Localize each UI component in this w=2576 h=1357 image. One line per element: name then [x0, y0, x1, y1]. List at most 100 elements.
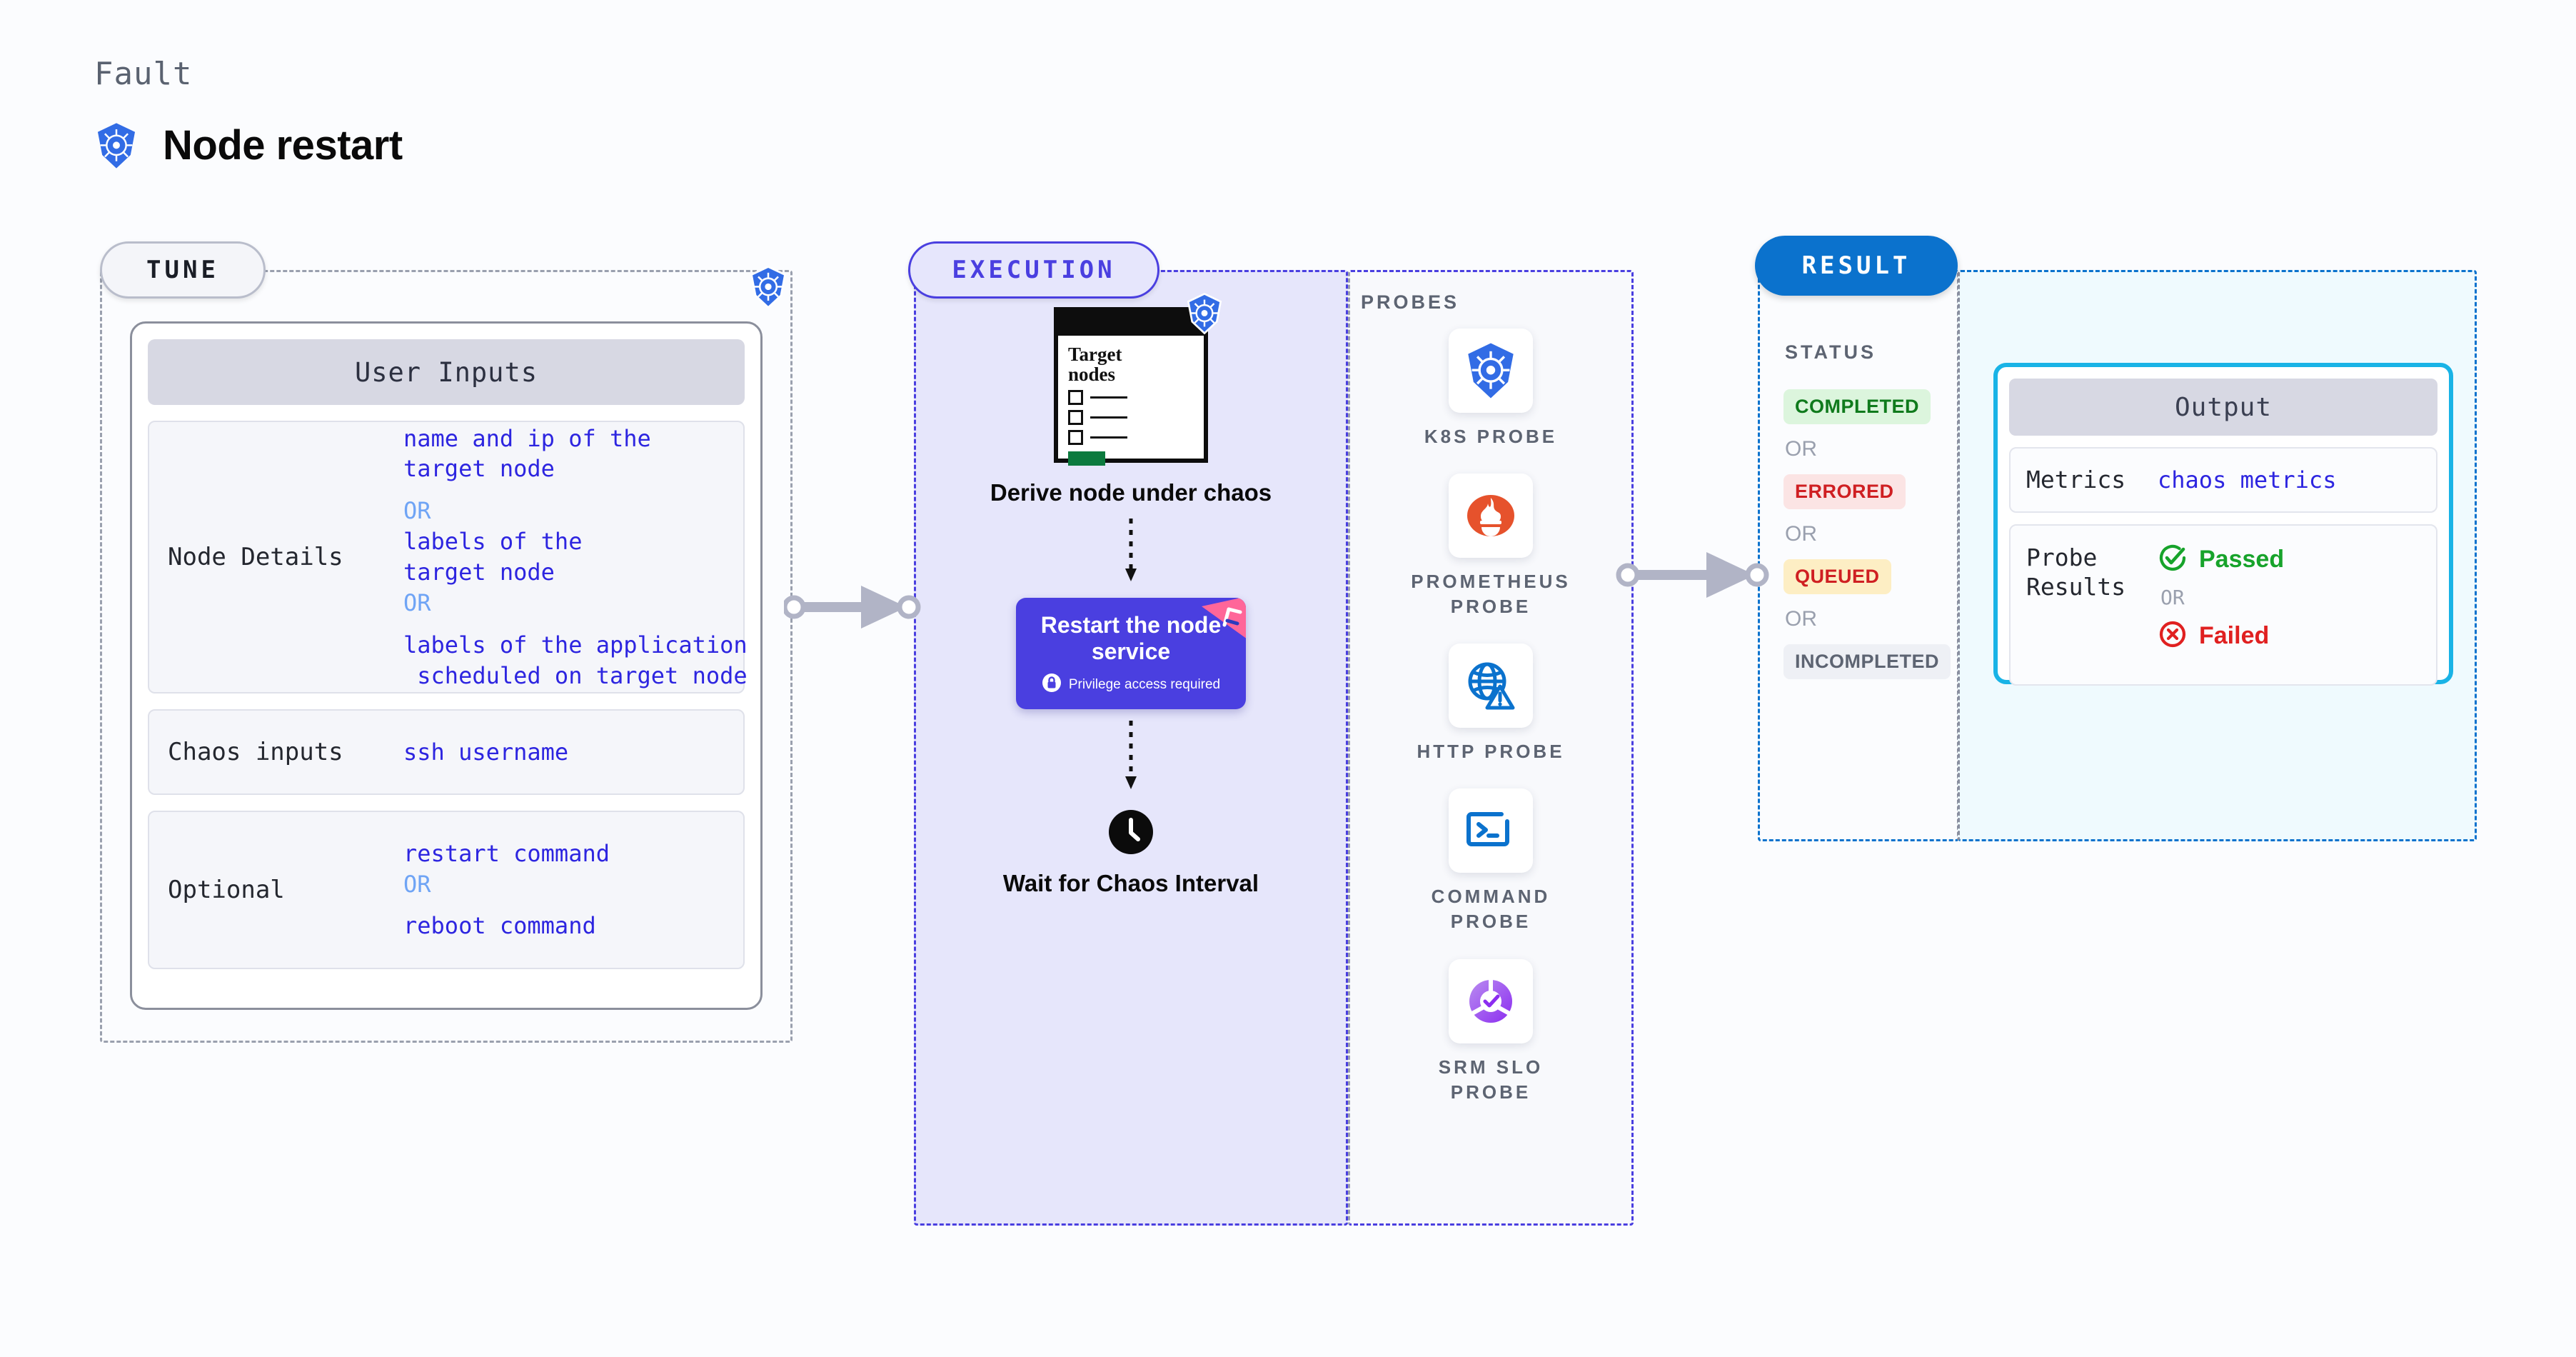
globe-warning-icon — [1448, 644, 1533, 728]
kubernetes-icon — [1185, 292, 1224, 338]
placeholder-line — [1090, 436, 1127, 439]
probes-stage-frame — [1348, 270, 1634, 1226]
kubernetes-icon — [1448, 329, 1533, 413]
probe-item-http[interactable]: HTTP PROBE — [1417, 644, 1564, 764]
or-separator: OR — [403, 497, 431, 525]
user-inputs-header: User Inputs — [148, 339, 745, 405]
probe-result-passed: Passed — [2158, 543, 2284, 576]
row-label-probe-results: Probe Results — [2026, 543, 2158, 602]
target-nodes-title-line1: Target — [1068, 344, 1122, 365]
table-row: Chaos inputs ssh username — [148, 709, 745, 795]
flow-arrow-icon — [1122, 721, 1139, 798]
table-row: Optional restart command OR reboot comma… — [148, 811, 745, 969]
probe-result-passed-label: Passed — [2199, 545, 2285, 573]
probe-label: HTTP PROBE — [1417, 741, 1565, 763]
x-circle-icon — [2158, 619, 2188, 652]
or-separator: OR — [403, 589, 431, 616]
row-value-metrics: chaos metrics — [2158, 466, 2337, 494]
card-body: Target nodes — [1058, 336, 1204, 466]
status-list: COMPLETED OR ERRORED OR QUEUED OR INCOMP… — [1783, 389, 1955, 679]
value-text: scheduled on target node — [403, 661, 748, 689]
or-separator: OR — [2160, 586, 2185, 609]
probe-label: PROMETHEUS PROBE — [1411, 571, 1571, 618]
stage-pill-result[interactable]: RESULT — [1755, 236, 1958, 296]
or-separator: OR — [1785, 437, 1817, 461]
step-caption-derive-node: Derive node under chaos — [990, 479, 1272, 506]
probe-result-failed: Failed — [2158, 619, 2284, 652]
probe-item-k8s[interactable]: K8S PROBE — [1424, 329, 1557, 449]
row-values-optional: restart command OR reboot command — [403, 838, 610, 942]
probe-item-command[interactable]: COMMAND PROBE — [1409, 788, 1573, 934]
chaos-badge-icon — [1196, 597, 1246, 649]
step-caption-wait-interval: Wait for Chaos Interval — [1002, 870, 1259, 897]
check-circle-icon — [2158, 543, 2188, 576]
card-titlebar — [1058, 311, 1204, 336]
output-header: Output — [2009, 379, 2437, 436]
value-text: ssh username — [403, 738, 569, 766]
execution-flow: Target nodes — [914, 292, 1348, 898]
or-separator: OR — [1785, 522, 1817, 546]
probe-results-label-line1: Probe — [2026, 544, 2098, 571]
value-text: restart command — [403, 839, 610, 867]
probe-item-prometheus[interactable]: PROMETHEUS PROBE — [1409, 474, 1573, 619]
stage-pill-tune[interactable]: TUNE — [100, 241, 266, 299]
table-row: Metrics chaos metrics — [2009, 447, 2437, 513]
status-badge-incompleted: INCOMPLETED — [1783, 644, 1951, 679]
table-row: Node Details name and ip of the target n… — [148, 421, 748, 693]
terminal-icon — [1449, 788, 1533, 873]
status-badge-completed: COMPLETED — [1783, 389, 1931, 424]
probes-list: K8S PROBE PROMETHEUS PROBE — [1348, 329, 1634, 1105]
value-text: target node — [403, 455, 555, 483]
status-badge-queued: QUEUED — [1783, 559, 1891, 594]
kubernetes-icon — [748, 265, 788, 312]
row-label-optional: Optional — [168, 875, 285, 904]
privilege-note-text: Privilege access required — [1068, 676, 1221, 692]
page-title: Node restart — [163, 122, 403, 169]
placeholder-line — [1090, 416, 1127, 419]
privilege-note: Privilege access required — [1027, 673, 1234, 696]
probe-results-values: Passed OR Failed — [2158, 543, 2284, 652]
lock-icon — [1042, 673, 1062, 696]
value-text: target node — [403, 559, 555, 586]
connector-tune-to-execution — [782, 571, 927, 646]
flow-arrow-icon — [1122, 518, 1139, 591]
target-nodes-card: Target nodes — [1054, 292, 1222, 466]
value-text: labels of the — [403, 528, 583, 556]
target-nodes-title-line2: nodes — [1068, 364, 1116, 386]
fault-title-row: Node restart — [94, 121, 403, 169]
status-badge-errored: ERRORED — [1783, 474, 1906, 509]
probes-section-title: PROBES — [1361, 291, 1460, 313]
value-text: reboot command — [403, 912, 596, 940]
probe-label: K8S PROBE — [1424, 426, 1558, 447]
stage-pill-execution[interactable]: EXECUTION — [908, 241, 1159, 299]
prometheus-icon — [1449, 474, 1533, 559]
status-section-title: STATUS — [1785, 341, 1876, 363]
list-item — [1068, 409, 1194, 425]
connector-execution-to-result — [1615, 532, 1772, 621]
row-label-chaos-inputs: Chaos inputs — [168, 737, 343, 766]
probe-results-label-line2: Results — [2026, 573, 2126, 601]
fault-kicker: Fault — [94, 56, 193, 92]
list-item — [1068, 389, 1194, 405]
srm-slo-icon — [1449, 958, 1533, 1043]
checkbox-icon — [1068, 409, 1083, 425]
row-values-node-details: name and ip of the target node OR labels… — [403, 424, 748, 691]
probe-label: COMMAND PROBE — [1431, 886, 1551, 933]
probe-result-failed-label: Failed — [2199, 621, 2270, 649]
selected-indicator — [1068, 451, 1105, 466]
probe-item-srm-slo[interactable]: SRM SLO PROBE — [1409, 958, 1573, 1105]
clock-icon — [1109, 810, 1153, 858]
list-item — [1068, 429, 1194, 445]
probe-label: SRM SLO PROBE — [1438, 1056, 1544, 1103]
output-card: Output Metrics chaos metrics Probe Resul… — [1993, 363, 2453, 686]
row-label-metrics: Metrics — [2026, 466, 2126, 494]
restart-node-title: Restart the node service — [1040, 611, 1222, 665]
row-values-chaos-inputs: ssh username — [403, 737, 568, 768]
or-separator: OR — [1785, 607, 1817, 631]
row-label-node-details: Node Details — [168, 542, 343, 571]
restart-node-service-node[interactable]: Restart the node service Privilege acces… — [1016, 597, 1246, 710]
table-row: Probe Results Passed OR — [2009, 524, 2437, 686]
checkbox-icon — [1068, 389, 1083, 405]
or-separator: OR — [403, 870, 431, 898]
